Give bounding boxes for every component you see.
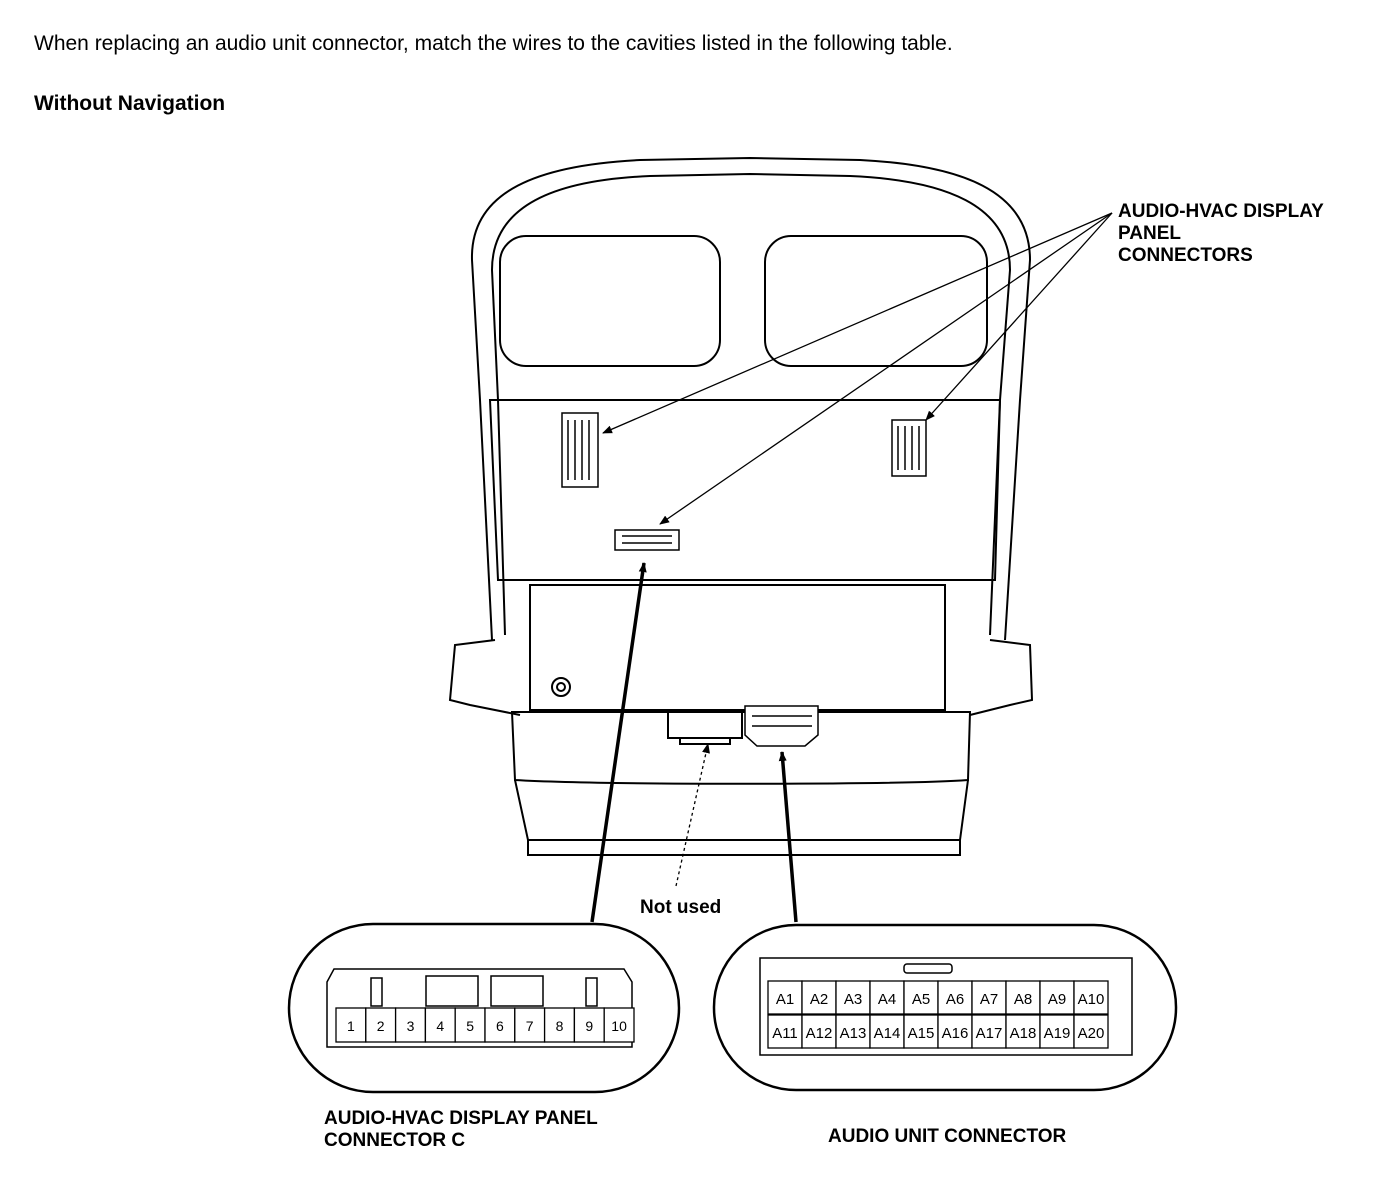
connector-c-pin-label: 7 bbox=[526, 1018, 534, 1034]
display-panel-plate bbox=[488, 399, 1002, 581]
audio-unit-cavity bbox=[835, 980, 871, 1015]
audio-unit-cavity bbox=[971, 1014, 1007, 1049]
audio-unit-pin-label: A20 bbox=[1078, 1025, 1105, 1042]
unused-connector-opening bbox=[667, 712, 743, 739]
callout-leaders bbox=[602, 212, 1113, 525]
audio-unit-pin-label: A19 bbox=[1044, 1025, 1071, 1042]
subheading: Without Navigation bbox=[34, 92, 226, 115]
audio-unit-cavity bbox=[767, 1014, 803, 1049]
audio-unit-pin-label: A2 bbox=[810, 991, 828, 1008]
audio-chassis bbox=[529, 584, 946, 711]
connector-c-cavity bbox=[394, 1007, 427, 1043]
connector-c-caption-line-2: CONNECTOR C bbox=[324, 1130, 465, 1151]
audio-unit-pin-label: A12 bbox=[806, 1025, 833, 1042]
right-vent-opening bbox=[764, 235, 988, 367]
console-body bbox=[448, 156, 1034, 856]
right-side-tab bbox=[969, 639, 1034, 716]
audio-unit-cavity bbox=[767, 980, 803, 1015]
audio-unit-connector-small bbox=[744, 705, 819, 747]
connector-c-caption-line-1: AUDIO-HVAC DISPLAY PANEL bbox=[324, 1108, 598, 1129]
connector-c-pin-label: 5 bbox=[466, 1018, 474, 1034]
left-side-tab bbox=[448, 639, 521, 716]
audio-unit-pin-label: A8 bbox=[1014, 991, 1032, 1008]
connector-c-pin-label: 1 bbox=[347, 1018, 355, 1034]
not-used-leader bbox=[675, 743, 710, 887]
audio-unit-caption: AUDIO UNIT CONNECTOR bbox=[828, 1126, 1066, 1147]
audio-unit-cavity bbox=[903, 1014, 939, 1049]
connector-c-cavity bbox=[543, 1007, 576, 1043]
callout-display-line-3: CONNECTORS bbox=[1118, 245, 1253, 266]
audio-unit-cavity bbox=[1073, 980, 1109, 1015]
connector-c-cavity bbox=[335, 1007, 367, 1043]
audio-unit-leader bbox=[778, 751, 798, 923]
connector-c-detail: 1 2 3 4 5 6 7 8 9 10 bbox=[287, 922, 681, 1094]
audio-unit-pin-label: A1 bbox=[776, 991, 794, 1008]
audio-unit-pin-label: A9 bbox=[1048, 991, 1066, 1008]
connector-c-cavity bbox=[424, 1007, 456, 1043]
left-vent-opening bbox=[499, 235, 721, 367]
audio-unit-pin-label: A14 bbox=[874, 1025, 901, 1042]
connector-c-pin-label: 3 bbox=[407, 1018, 415, 1034]
audio-unit-cavity bbox=[937, 980, 973, 1015]
display-connector-right bbox=[891, 419, 927, 477]
connector-c-pin-label: 9 bbox=[585, 1018, 593, 1034]
connector-c-cavity bbox=[573, 1007, 605, 1043]
audio-unit-pin-label: A18 bbox=[1010, 1025, 1037, 1042]
audio-unit-cavity bbox=[835, 1014, 871, 1049]
display-connector-c-small bbox=[614, 529, 680, 551]
audio-unit-cavity bbox=[1039, 1014, 1075, 1049]
connector-c-pin-label: 6 bbox=[496, 1018, 504, 1034]
audio-unit-pin-label: A17 bbox=[976, 1025, 1003, 1042]
audio-unit-pin-label: A16 bbox=[942, 1025, 969, 1042]
audio-unit-pin-label: A5 bbox=[912, 991, 930, 1008]
audio-unit-pin-label: A11 bbox=[772, 1025, 798, 1042]
audio-unit-cavity bbox=[1005, 980, 1041, 1015]
connector-c-pin-label: 4 bbox=[436, 1018, 444, 1034]
audio-unit-cavity bbox=[971, 980, 1007, 1015]
callout-not-used: Not used bbox=[640, 897, 721, 918]
audio-unit-cavity bbox=[1073, 1014, 1109, 1049]
audio-unit-pin-label: A15 bbox=[908, 1025, 935, 1042]
mounting-screw bbox=[551, 677, 571, 697]
audio-unit-pin-label: A7 bbox=[980, 991, 998, 1008]
audio-unit-pin-label: A10 bbox=[1078, 991, 1105, 1008]
display-connector-left bbox=[561, 412, 599, 488]
audio-unit-pin-label: A4 bbox=[878, 991, 896, 1008]
intro-text: When replacing an audio unit connector, … bbox=[34, 32, 953, 55]
connector-c-cavity bbox=[484, 1007, 516, 1043]
audio-unit-pin-label: A13 bbox=[840, 1025, 867, 1042]
connector-c-pin-label: 10 bbox=[611, 1018, 627, 1034]
connector-c-pin-label: 2 bbox=[377, 1018, 385, 1034]
audio-unit-pin-label: A6 bbox=[946, 991, 964, 1008]
audio-unit-cavity bbox=[869, 980, 905, 1015]
audio-unit-cavity bbox=[869, 1014, 905, 1049]
lower-trim bbox=[510, 711, 972, 785]
connector-c-cavity bbox=[365, 1007, 397, 1043]
callout-display-line-2: PANEL bbox=[1118, 223, 1181, 244]
callout-display-line-1: AUDIO-HVAC DISPLAY bbox=[1118, 201, 1324, 222]
connector-c-cavity bbox=[603, 1007, 635, 1043]
connector-c-pin-label: 8 bbox=[556, 1018, 564, 1034]
connector-c-leader bbox=[590, 562, 647, 923]
audio-unit-pin-label: A3 bbox=[844, 991, 862, 1008]
